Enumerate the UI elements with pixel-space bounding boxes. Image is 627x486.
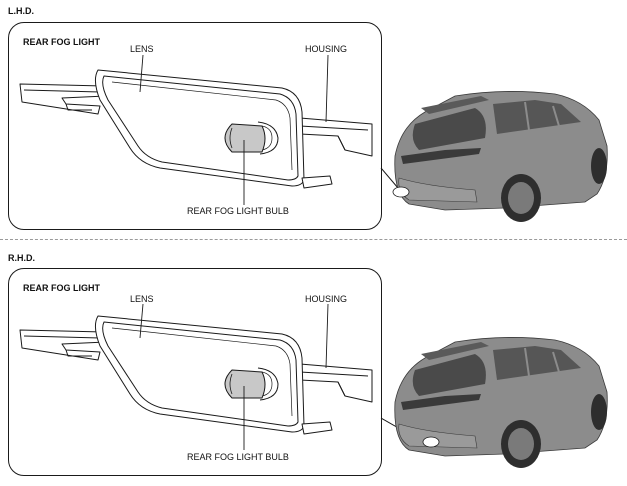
rhd-bulb-label: REAR FOG LIGHT BULB bbox=[187, 452, 289, 462]
rhd-panel: REAR FOG LIGHT LENS HOUSING REAR FOG LIG… bbox=[8, 268, 382, 476]
lhd-housing-label: HOUSING bbox=[305, 44, 348, 54]
rhd-lens-label: LENS bbox=[130, 294, 154, 304]
rhd-fog-light-illustration bbox=[19, 303, 431, 450]
lhd-fog-light-illustration bbox=[19, 54, 399, 205]
lhd-vehicle-rear-illustration bbox=[392, 91, 608, 222]
rhd-vehicle-rear-illustration bbox=[394, 337, 608, 468]
lhd-panel-title: REAR FOG LIGHT bbox=[23, 37, 100, 47]
section-divider bbox=[0, 239, 627, 240]
rhd-section-label: R.H.D. bbox=[8, 253, 35, 263]
lhd-lens-label: LENS bbox=[130, 44, 154, 54]
rhd-housing-label: HOUSING bbox=[305, 294, 348, 304]
rhd-panel-title: REAR FOG LIGHT bbox=[23, 283, 100, 293]
lhd-bulb-label: REAR FOG LIGHT BULB bbox=[187, 206, 289, 216]
lhd-section-label: L.H.D. bbox=[8, 6, 34, 16]
